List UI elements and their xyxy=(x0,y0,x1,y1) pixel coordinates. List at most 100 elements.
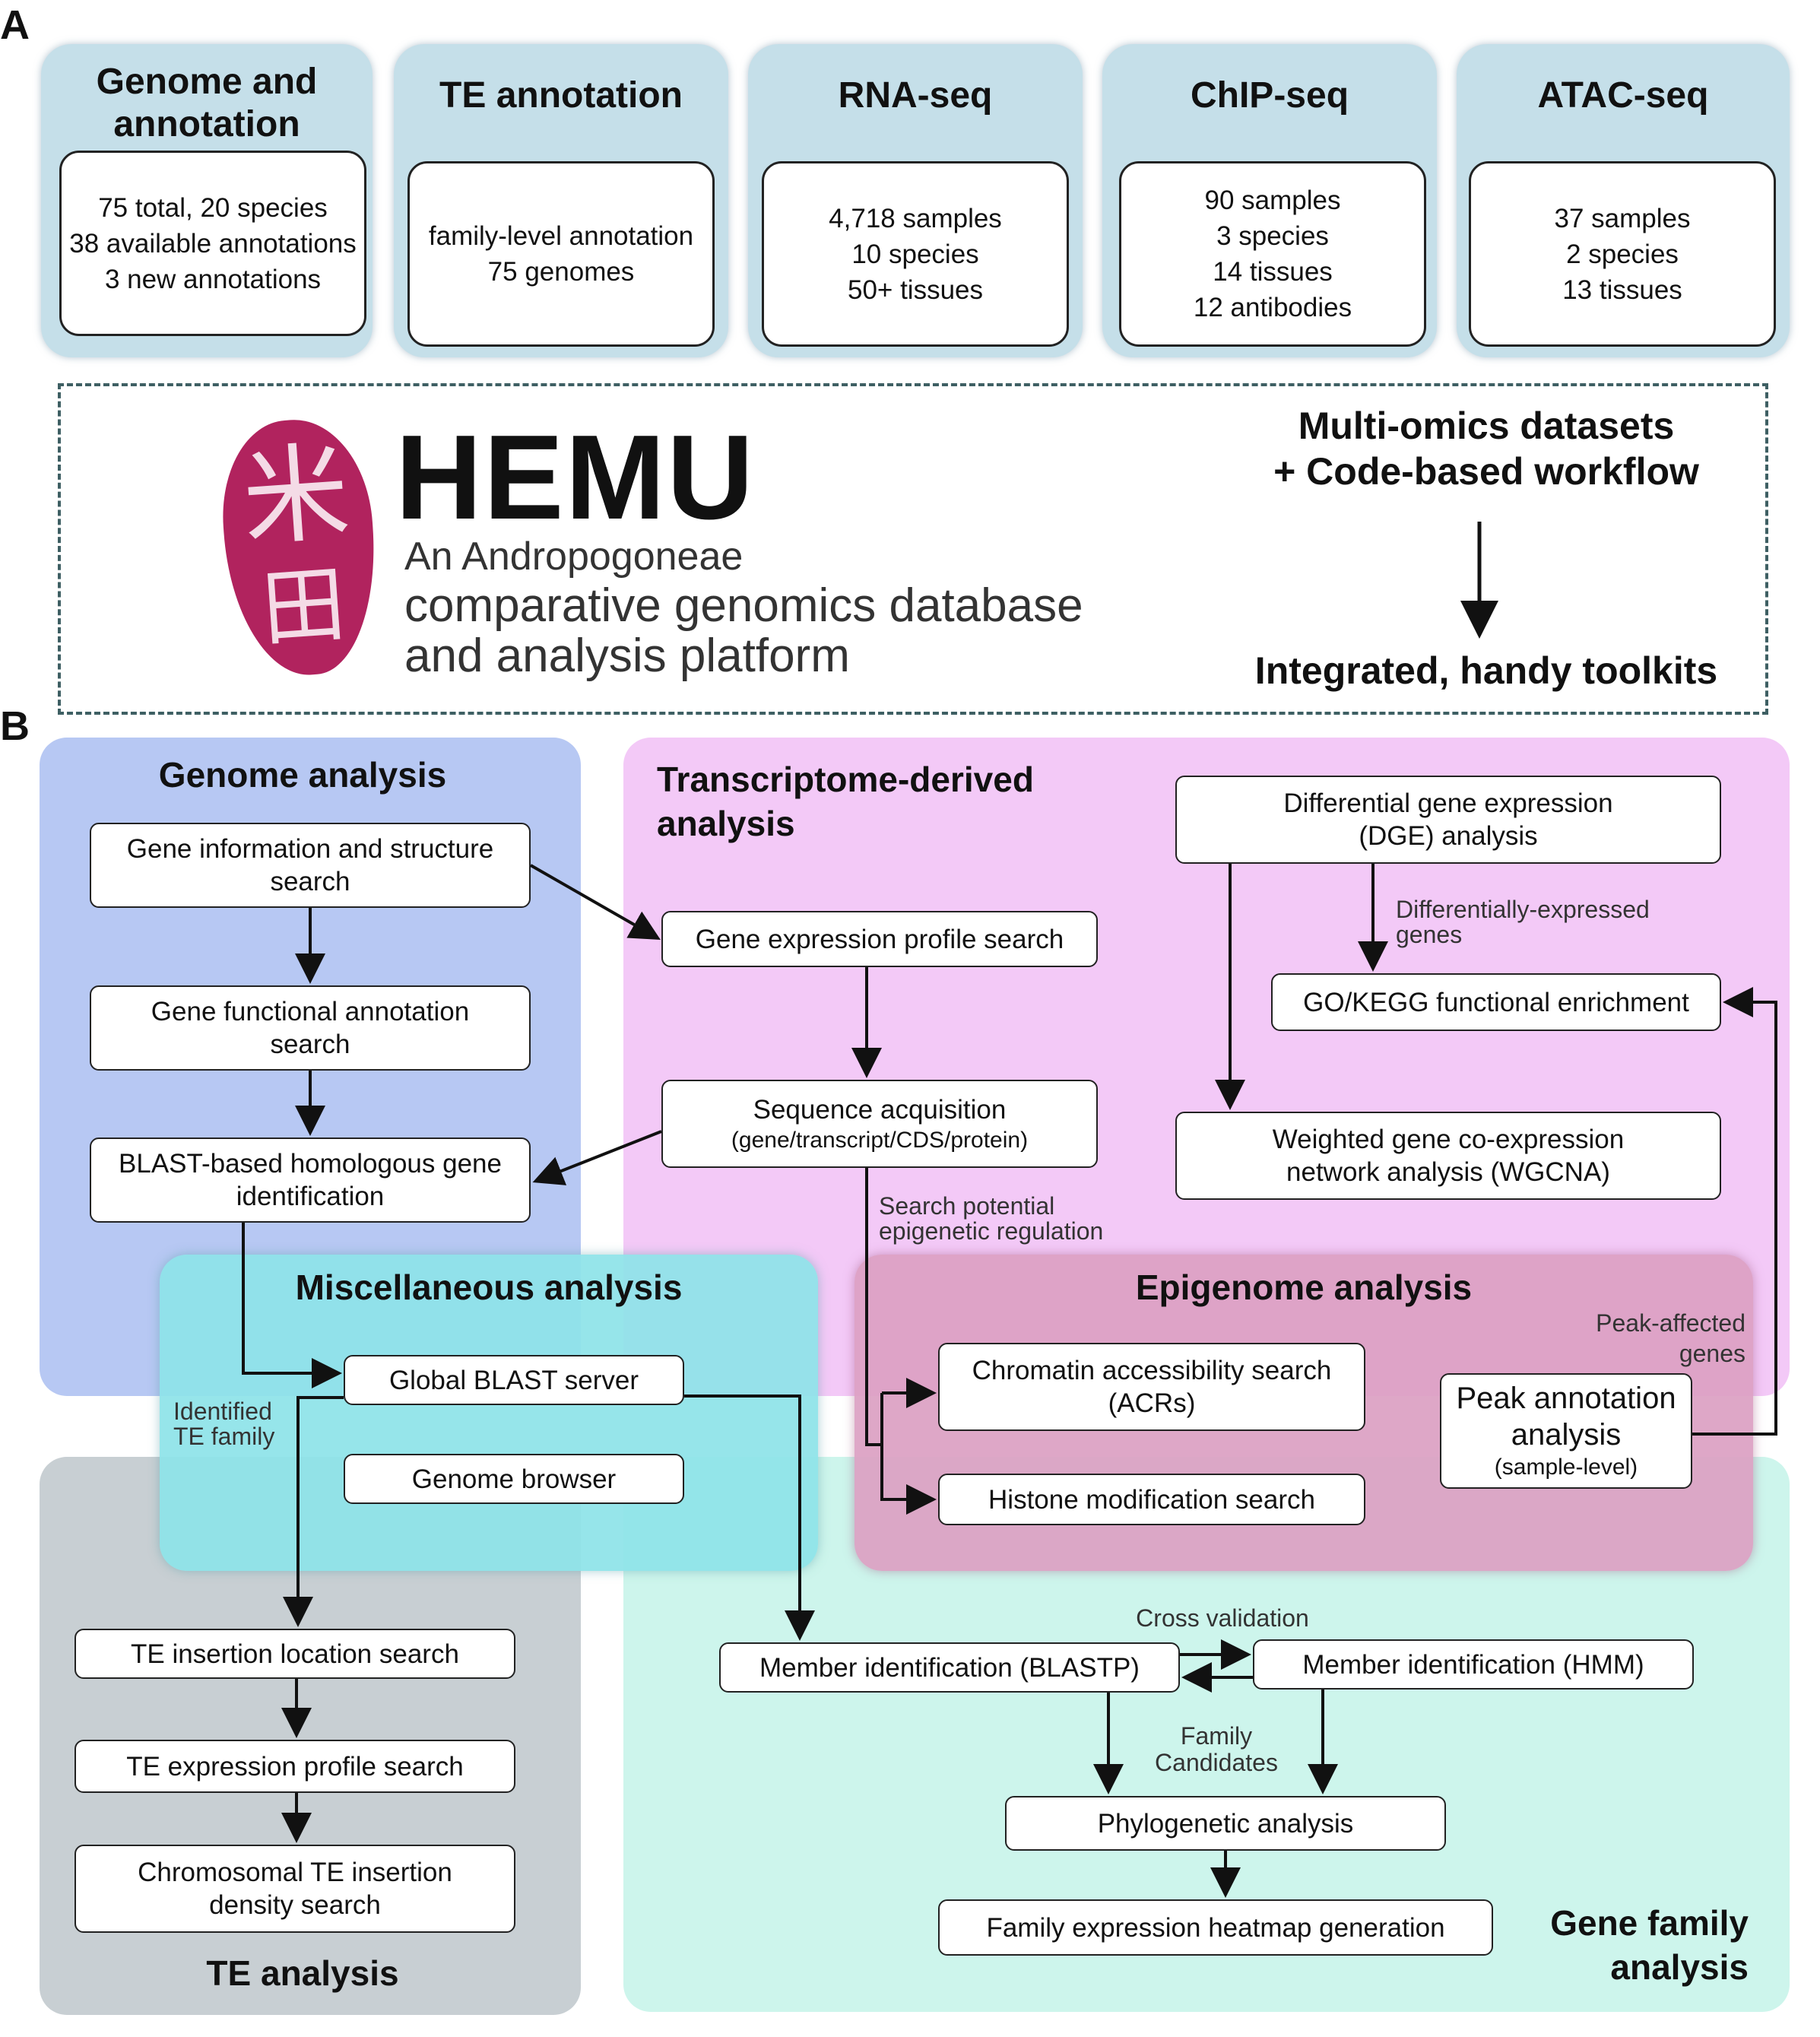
arrow-blast-to-global xyxy=(242,1223,342,1388)
dge-line2: (DGE) analysis xyxy=(1359,821,1538,851)
wgcna-line1: Weighted gene co-expression xyxy=(1272,1125,1625,1154)
hemu-subtitle-line2: comparative genomics database xyxy=(404,579,1083,632)
node-dge-analysis[interactable]: Differential gene expression (DGE) analy… xyxy=(1175,776,1721,864)
note-epi-line2: epigenetic regulation xyxy=(879,1217,1104,1245)
node-gene-expression-profile[interactable]: Gene expression profile search xyxy=(661,911,1098,967)
stat-line: 37 samples xyxy=(1554,203,1691,233)
note-peak-affected: Peak-affected genes xyxy=(1490,1308,1745,1369)
dataset-card-genome: Genome and annotation 75 total, 20 speci… xyxy=(41,44,373,357)
dataset-title: Genome and annotation xyxy=(96,62,318,144)
node-go-kegg-enrichment[interactable]: GO/KEGG functional enrichment xyxy=(1271,973,1721,1031)
stat-line: 50+ tissues xyxy=(847,274,984,305)
peak-line1: Peak annotation xyxy=(1456,1382,1676,1415)
note-deg-line2: genes xyxy=(1396,921,1463,948)
gene-family-title-line2: analysis xyxy=(1610,1947,1749,1987)
node-chromosomal-te-density[interactable]: Chromosomal TE insertion density search xyxy=(75,1845,515,1933)
family-line2: Candidates xyxy=(1155,1749,1278,1776)
stat-line: 2 species xyxy=(1566,239,1679,269)
hemu-subtitle-line3: and analysis platform xyxy=(404,630,850,682)
panel-a-label: A xyxy=(0,2,30,48)
arrow-seq-to-epigenome-trunk xyxy=(865,1168,882,1446)
node-genome-browser[interactable]: Genome browser xyxy=(344,1454,684,1504)
hemu-subtitle-line1: An Andropogoneae xyxy=(404,535,744,579)
panel-b-label: B xyxy=(0,703,30,749)
stat-line: 90 samples xyxy=(1204,186,1341,215)
node-family-heatmap[interactable]: Family expression heatmap generation xyxy=(938,1899,1493,1956)
te-density-line1: Chromosomal TE insertion xyxy=(138,1858,452,1887)
node-peak-annotation[interactable]: Peak annotation analysis (sample-level) xyxy=(1440,1373,1692,1489)
dataset-card-te: TE annotation family-level annotation 75… xyxy=(394,44,728,357)
hemu-multi-omics: Multi-omics datasets + Code-based workfl… xyxy=(1186,403,1787,494)
peak-line2: analysis xyxy=(1511,1418,1622,1452)
dataset-stats: 75 total, 20 species 38 available annota… xyxy=(59,151,366,336)
chromatin-line1: Chromatin accessibility search xyxy=(972,1356,1332,1385)
hemu-toolkits: Integrated, handy toolkits xyxy=(1254,649,1718,692)
node-gene-info-search[interactable]: Gene information and structure search xyxy=(90,823,531,908)
arrow-seq-to-blast xyxy=(532,1130,662,1185)
arrow-to-histone xyxy=(880,1393,937,1515)
note-peak-line1: Peak-affected xyxy=(1596,1309,1745,1337)
peak-line3: (sample-level) xyxy=(1494,1455,1638,1480)
multi-omics-line2: + Code-based workflow xyxy=(1273,450,1699,493)
dataset-stats: 90 samples 3 species 14 tissues 12 antib… xyxy=(1119,161,1426,347)
chromatin-line2: (ACRs) xyxy=(1108,1388,1196,1418)
stat-line: 10 species xyxy=(851,239,979,269)
transcriptome-title: Transcriptome-derived analysis xyxy=(657,757,1034,846)
dge-line1: Differential gene expression xyxy=(1283,788,1613,818)
node-sequence-acquisition[interactable]: Sequence acquisition (gene/transcript/CD… xyxy=(661,1080,1098,1168)
seq-acq-sublabel: (gene/transcript/CDS/protein) xyxy=(731,1127,1029,1153)
node-global-blast[interactable]: Global BLAST server xyxy=(344,1355,684,1405)
note-te-line1: Identified xyxy=(173,1398,272,1425)
node-member-hmm[interactable]: Member identification (HMM) xyxy=(1253,1639,1694,1690)
node-wgcna[interactable]: Weighted gene co-expression network anal… xyxy=(1175,1112,1721,1200)
note-family-candidates: Family Candidates xyxy=(1118,1723,1315,1776)
node-te-insertion-location[interactable]: TE insertion location search xyxy=(75,1629,515,1679)
seq-acq-label: Sequence acquisition xyxy=(753,1094,1007,1125)
note-peak-line2: genes xyxy=(1679,1340,1745,1367)
stat-line: 12 antibodies xyxy=(1193,293,1352,322)
arrow-global-to-blastp xyxy=(684,1394,815,1641)
dataset-card-rnaseq: RNA-seq 4,718 samples 10 species 50+ tis… xyxy=(748,44,1083,357)
transcriptome-title-line2: analysis xyxy=(657,804,795,843)
node-gene-functional-annotation[interactable]: Gene functional annotation search xyxy=(90,985,531,1071)
dataset-card-atacseq: ATAC-seq 37 samples 2 species 13 tissues xyxy=(1457,44,1790,357)
hemu-banner xyxy=(58,383,1768,715)
dataset-stats: family-level annotation 75 genomes xyxy=(407,161,715,347)
node-histone-modification[interactable]: Histone modification search xyxy=(938,1474,1365,1525)
node-blast-homologous[interactable]: BLAST-based homologous gene identificati… xyxy=(90,1137,531,1223)
hemu-title: HEMU xyxy=(395,411,756,544)
arrow-info-to-expression xyxy=(530,864,661,940)
node-phylogenetic[interactable]: Phylogenetic analysis xyxy=(1005,1796,1446,1851)
misc-title: Miscellaneous analysis xyxy=(295,1268,683,1307)
stat-line: 38 available annotations xyxy=(69,228,357,259)
stat-line: 3 species xyxy=(1216,221,1329,251)
arrow-global-to-te xyxy=(283,1396,344,1627)
dataset-title: TE annotation xyxy=(439,75,683,116)
stat-line: 75 total, 20 species xyxy=(98,192,328,223)
stat-line: family-level annotation xyxy=(428,221,694,251)
dataset-title: ATAC-seq xyxy=(1537,75,1709,116)
dataset-stats: 4,718 samples 10 species 50+ tissues xyxy=(762,161,1069,347)
multi-omics-line1: Multi-omics datasets xyxy=(1298,405,1675,447)
note-cross-validation: Cross validation xyxy=(1136,1604,1309,1632)
region-miscellaneous xyxy=(160,1255,818,1571)
dataset-title: ChIP-seq xyxy=(1190,75,1349,116)
gene-family-title: Gene family analysis xyxy=(1444,1901,1749,1989)
stat-line: 4,718 samples xyxy=(829,203,1002,233)
dataset-stats: 37 samples 2 species 13 tissues xyxy=(1469,161,1776,347)
gene-family-title-line1: Gene family xyxy=(1550,1903,1749,1943)
stat-line: 3 new annotations xyxy=(104,264,322,294)
te-density-line2: density search xyxy=(209,1890,381,1920)
wgcna-line2: network analysis (WGCNA) xyxy=(1286,1157,1610,1187)
note-deg: Differentially-expressed genes xyxy=(1396,897,1650,947)
node-member-blastp[interactable]: Member identification (BLASTP) xyxy=(719,1642,1180,1693)
note-te-family: Identified TE family xyxy=(173,1399,274,1449)
dataset-title: RNA-seq xyxy=(838,75,993,116)
node-chromatin-accessibility[interactable]: Chromatin accessibility search (ACRs) xyxy=(938,1343,1365,1431)
note-epigenetic: Search potential epigenetic regulation xyxy=(879,1194,1103,1244)
stat-line: 14 tissues xyxy=(1213,257,1333,287)
transcriptome-title-line1: Transcriptome-derived xyxy=(657,760,1034,799)
note-epi-line1: Search potential xyxy=(879,1192,1055,1220)
node-te-expression-profile[interactable]: TE expression profile search xyxy=(75,1740,515,1793)
